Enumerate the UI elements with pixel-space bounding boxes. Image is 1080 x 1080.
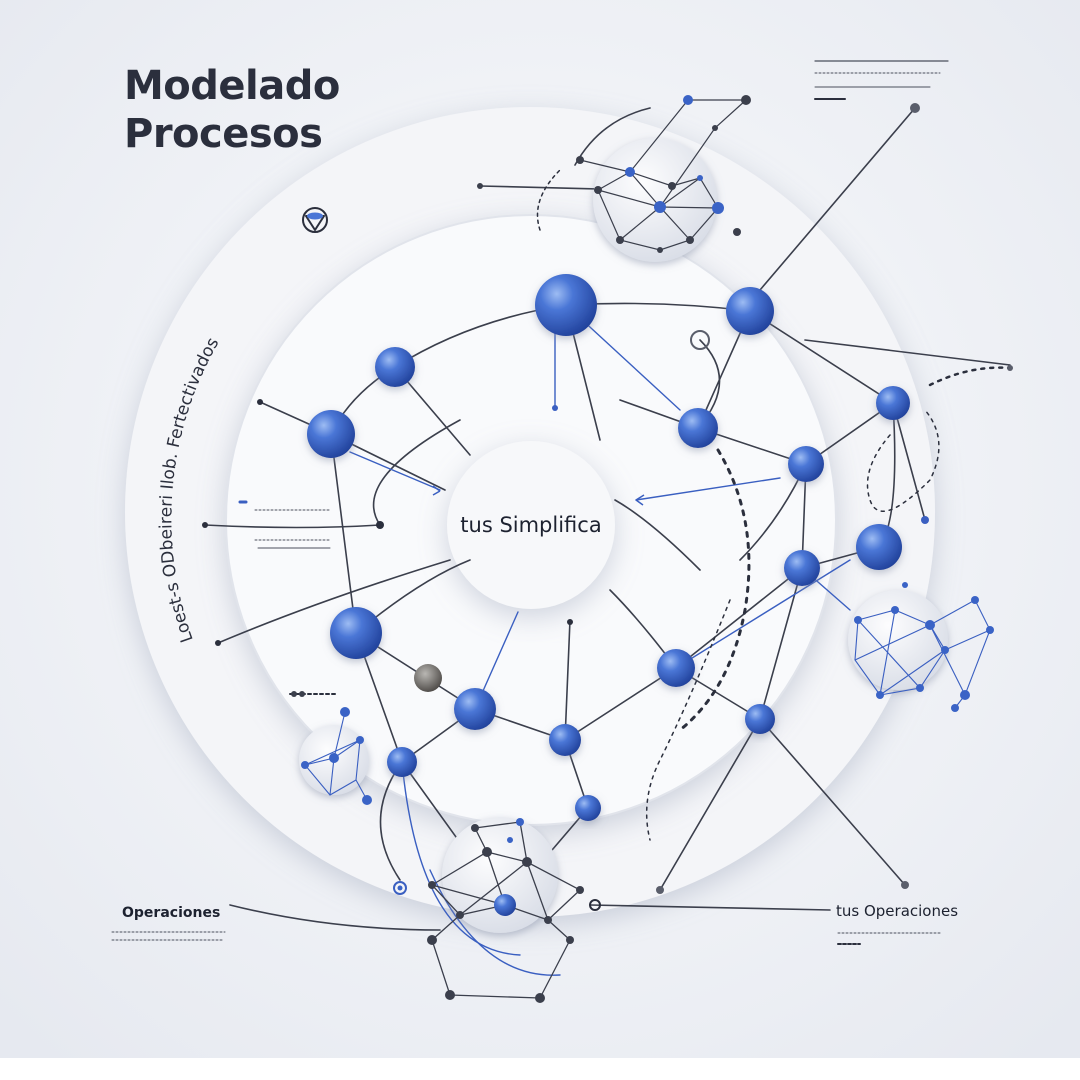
- bottom-strip: [0, 1058, 1080, 1080]
- v-shield-icon: [302, 207, 328, 233]
- annotation-lines: [111, 60, 949, 945]
- center-node: [447, 441, 615, 609]
- label-tus-operaciones: tus Operaciones: [836, 902, 959, 920]
- sphere-node-icon: [330, 607, 382, 659]
- sphere-node-icon: [876, 386, 910, 420]
- sphere-node-icon: [788, 446, 824, 482]
- center-node-label: tus Simplifica: [460, 513, 602, 537]
- dashed-paths: [536, 169, 1012, 841]
- sphere-node-icon: [535, 274, 597, 336]
- sphere-node-icon: [375, 347, 415, 387]
- terminal-dots: [202, 330, 1013, 894]
- hub-left: [291, 691, 372, 805]
- sphere-node-icon: [575, 795, 601, 821]
- sphere-node-icon: [387, 747, 417, 777]
- sphere-node-icon: [856, 524, 902, 570]
- sphere-node-icon: [678, 408, 718, 448]
- sphere-node-icon: [657, 649, 695, 687]
- sphere-node-icon: [745, 704, 775, 734]
- sphere-node-icon: [784, 550, 820, 586]
- title-line-2: Procesos: [124, 111, 323, 157]
- label-operaciones: Operaciones: [122, 905, 221, 921]
- sphere-node-icon: [549, 724, 581, 756]
- sphere-node-icon: [307, 410, 355, 458]
- hub-bottom: [393, 817, 601, 1003]
- sphere-node-icon: [726, 287, 774, 335]
- page-title: Modelado Procesos: [124, 62, 340, 158]
- hub-top: [477, 95, 920, 262]
- sphere-node-icon: [454, 688, 496, 730]
- title-line-1: Modelado: [124, 63, 340, 109]
- hub-right: [848, 582, 994, 712]
- sphere-nodes: [307, 274, 910, 821]
